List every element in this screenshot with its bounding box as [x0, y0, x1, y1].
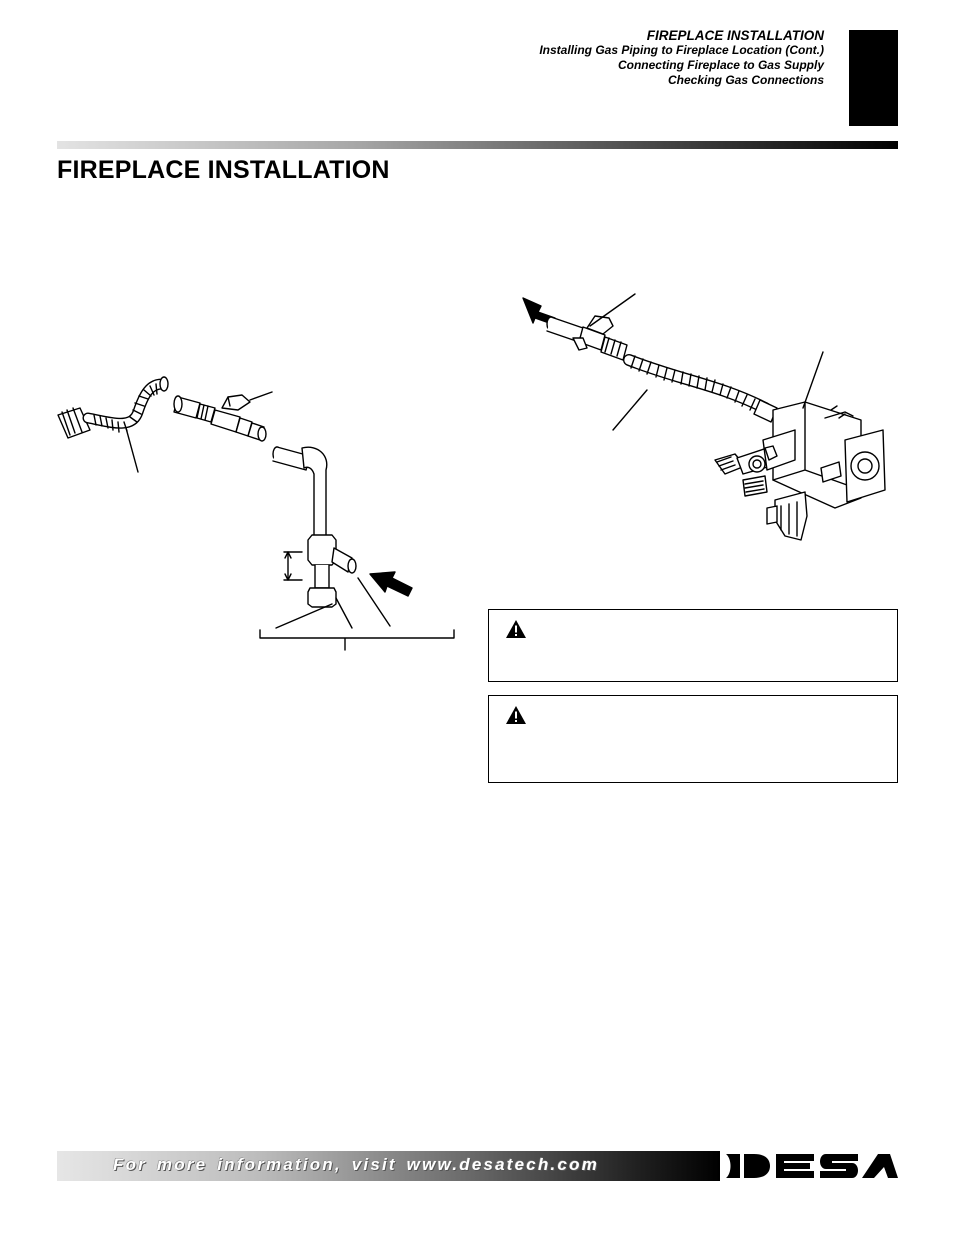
- gradient-rule: [57, 141, 898, 149]
- header-subtitle-2: Connecting Fireplace to Gas Supply: [617, 58, 824, 72]
- running-header: FIREPLACE INSTALLATION Installing Gas Pi…: [539, 28, 824, 88]
- header-subtitle-1: Installing Gas Piping to Fireplace Locat…: [539, 43, 824, 57]
- figure-gas-valve-connection: [522, 293, 886, 541]
- footer-website-text: For more information, visit www.desatech…: [113, 1155, 600, 1174]
- warning-box-2: [488, 695, 898, 783]
- shutoff-valve: [173, 394, 267, 442]
- desa-logo: [722, 1151, 898, 1181]
- flex-connector: [57, 376, 169, 439]
- page-thumb-tab: [849, 30, 898, 126]
- flex-connector: [623, 354, 778, 423]
- page-title: FIREPLACE INSTALLATION: [57, 156, 390, 184]
- gas-control-valve: [714, 401, 886, 541]
- pipe-elbow-tee: [272, 446, 357, 608]
- warning-triangle-icon: [506, 620, 526, 638]
- header-subtitle-3: Checking Gas Connections: [667, 73, 824, 87]
- shutoff-valve: [546, 315, 628, 361]
- footer-band: [57, 1151, 720, 1181]
- warning-box-1: [488, 609, 898, 682]
- warning-triangle-icon: [506, 706, 526, 724]
- figure-sediment-trap: [57, 376, 455, 651]
- header-section-title: FIREPLACE INSTALLATION: [646, 28, 824, 43]
- flow-arrow-icon: [369, 571, 413, 597]
